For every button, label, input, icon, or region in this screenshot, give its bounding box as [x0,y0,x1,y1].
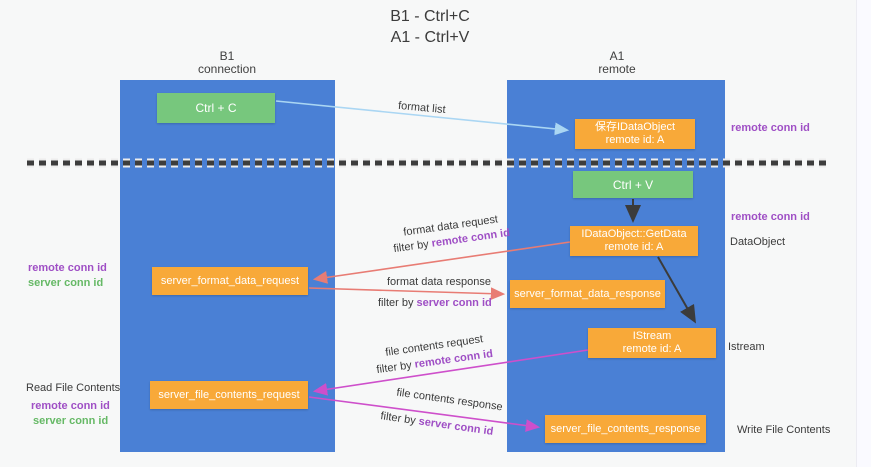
title-line2: A1 - Ctrl+V [390,29,470,46]
arrow-file-contents-request [312,349,589,396]
lane-header-b1: B1 connection [157,50,297,76]
arrow-file-contents-response [308,396,541,432]
format-response-label: server_format_data_response [514,287,661,300]
right-label-dataobject: DataObject [730,236,786,248]
file-response-label: server_file_contents_response [550,422,701,435]
right-edge-strip [856,0,871,467]
lane-b1-role: connection [197,62,257,76]
right-label-remote-conn-id-2: remote conn id [731,211,810,223]
ctrl-v-label: Ctrl + V [612,177,654,192]
file-request-label: server_file_contents_request [158,388,300,401]
arrow-getdata-to-istream [657,256,696,324]
left-label-server-conn-id-1: server conn id [28,277,104,289]
lane-a1-name: A1 [609,49,625,63]
title-line1: B1 - Ctrl+C [390,8,470,25]
box-server-format-data-response: server_format_data_response [510,280,665,308]
box-server-format-data-request: server_format_data_request [152,267,308,295]
save-idataobject-line2: remote id: A [605,134,665,146]
box-server-file-contents-request: server_file_contents_request [150,381,308,409]
right-label-istream: Istream [728,341,765,353]
box-ctrl-v: Ctrl + V [573,171,693,198]
box-server-file-contents-response: server_file_contents_response [545,415,706,443]
flow-label-filter-server-1: filter by server conn id [378,297,492,309]
box-idataobject-getdata: IDataObject::GetData remote id: A [570,226,698,256]
format-request-label: server_format_data_request [160,274,300,287]
lane-header-a1: A1 remote [547,50,687,76]
diagram-title: B1 - Ctrl+C A1 - Ctrl+V [330,6,530,48]
filter-by-text: filter by [378,297,414,309]
getdata-line1: IDataObject::GetData [581,228,687,240]
server-conn-id-text: server conn id [416,297,492,309]
left-label-remote-conn-id-1: remote conn id [28,262,107,274]
ctrl-c-label: Ctrl + C [195,101,237,115]
right-label-remote-conn-id-1: remote conn id [731,122,810,134]
box-ctrl-c: Ctrl + C [157,93,275,123]
arrow-format-data-response [308,287,506,301]
istream-line2: remote id: A [622,343,682,355]
arrow-format-list [275,100,570,136]
istream-line1: IStream [632,330,672,342]
lane-a1-role: remote [598,62,636,76]
arrow-format-data-request [312,241,571,284]
left-label-read-file-contents: Read File Contents [26,382,121,394]
box-istream: IStream remote id: A [588,328,716,358]
box-save-idataobject: 保存IDataObject remote id: A [575,119,695,149]
flow-label-format-data-response: format data response [387,276,491,288]
getdata-line2: remote id: A [604,241,664,253]
left-label-remote-conn-id-2: remote conn id [31,400,110,412]
left-label-server-conn-id-2: server conn id [33,415,109,427]
lane-b1-name: B1 [219,49,235,63]
right-label-write-file-contents: Write File Contents [737,424,831,436]
save-idataobject-line1: 保存IDataObject [594,121,676,133]
